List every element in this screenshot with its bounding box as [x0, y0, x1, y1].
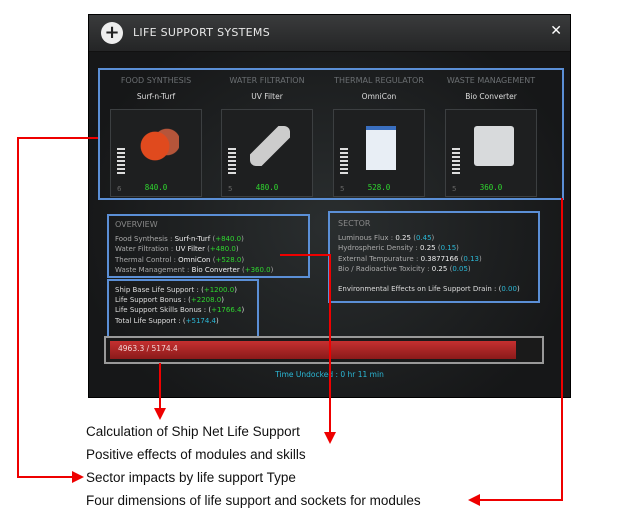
sector-row: Hydrospheric Density : 0.25 (0.15): [338, 244, 459, 253]
module-category: THERMAL REGULATOR: [334, 76, 424, 85]
level-bars: [340, 148, 348, 174]
level-bars: [452, 148, 460, 174]
level-bars: [117, 148, 125, 174]
sector-title: SECTOR: [338, 219, 371, 228]
total-row: Life Support Skills Bonus : (+1766.4): [115, 306, 245, 315]
total-row: Life Support Bonus : (+2208.0): [115, 296, 224, 305]
module-waste[interactable]: WASTE MANAGEMENT Bio Converter 5 360.0: [435, 76, 547, 197]
module-value: 480.0: [255, 183, 279, 192]
total-row: Ship Base Life Support : (+1200.0): [115, 286, 237, 294]
overview-panel: OVERVIEW Food Synthesis : Surf-n-Turf (+…: [107, 214, 310, 278]
module-value: 840.0: [144, 183, 168, 192]
arrow-overview-to-positive: [280, 254, 336, 444]
level-bars: [228, 148, 236, 174]
module-category: WASTE MANAGEMENT: [446, 76, 536, 85]
module-name: Surf-n-Turf: [136, 92, 176, 101]
bio-converter-icon: [474, 126, 514, 166]
progress-fill: [110, 341, 516, 359]
module-level: 6: [117, 185, 122, 193]
module-name: Bio Converter: [465, 92, 517, 101]
plus-icon: +: [101, 22, 123, 44]
module-category: FOOD SYNTHESIS: [120, 76, 192, 85]
module-value: 360.0: [479, 183, 503, 192]
arrow-panel-to-dimensions: [468, 198, 563, 506]
overview-title: OVERVIEW: [115, 220, 158, 229]
total-row: Total Life Support : (+5174.4): [115, 316, 219, 325]
thermal-unit-icon: [366, 126, 396, 170]
module-category: WATER FILTRATION: [229, 76, 305, 85]
module-socket[interactable]: 5 360.0: [445, 109, 537, 197]
module-level: 5: [452, 185, 457, 193]
module-name: OmniCon: [361, 92, 397, 101]
module-socket[interactable]: 5 528.0: [333, 109, 425, 197]
overview-row: Waste Management : Bio Converter (+360.0…: [115, 265, 274, 274]
sector-row: Luminous Flux : 0.25 (0.45): [338, 234, 435, 243]
close-button[interactable]: ✕: [550, 23, 562, 39]
sector-row: External Tempurature : 0.3877166 (0.13): [338, 254, 482, 263]
sector-panel: SECTOR Luminous Flux : 0.25 (0.45) Hydro…: [328, 211, 540, 303]
life-support-progress-bar: 4963.3 / 5174.4: [104, 336, 544, 364]
module-name: UV Filter: [251, 92, 283, 101]
modules-panel: FOOD SYNTHESIS Surf-n-Turf 6 840.0 WATER …: [98, 68, 564, 200]
module-socket[interactable]: 5 480.0: [221, 109, 313, 197]
lobster-steak-icon: [139, 126, 179, 166]
module-value: 528.0: [367, 183, 391, 192]
annotation-positive-effects: Positive effects of modules and skills: [86, 447, 306, 462]
module-level: 5: [340, 185, 345, 193]
arrow-modules-to-sector: [17, 137, 98, 483]
uv-filter-icon: [250, 126, 290, 166]
module-food[interactable]: FOOD SYNTHESIS Surf-n-Turf 6 840.0: [100, 76, 212, 197]
module-level: 5: [228, 185, 233, 193]
progress-text: 4963.3 / 5174.4: [118, 344, 178, 353]
overview-row: Food Synthesis : Surf-n-Turf (+840.0): [115, 235, 244, 244]
drain-row: Environmental Effects on Life Support Dr…: [338, 285, 520, 294]
annotation-sector-impacts: Sector impacts by life support Type: [86, 470, 296, 485]
overview-row: Water Filtration : UV Filter (+480.0): [115, 245, 239, 254]
window-title: LIFE SUPPORT SYSTEMS: [133, 26, 270, 39]
title-bar: + LIFE SUPPORT SYSTEMS ✕: [89, 15, 570, 52]
module-water[interactable]: WATER FILTRATION UV Filter 5 480.0: [211, 76, 323, 197]
overview-row: Thermal Control : OmniCon (+528.0): [115, 255, 245, 264]
annotation-four-dimensions: Four dimensions of life support and sock…: [86, 493, 421, 508]
module-thermal[interactable]: THERMAL REGULATOR OmniCon 5 528.0: [323, 76, 435, 197]
life-support-window: + LIFE SUPPORT SYSTEMS ✕ FOOD SYNTHESIS …: [88, 14, 571, 398]
annotation-calculation: Calculation of Ship Net Life Support: [86, 424, 300, 439]
sector-row: Bio / Radioactive Toxicity : 0.25 (0.05): [338, 264, 471, 273]
module-socket[interactable]: 6 840.0: [110, 109, 202, 197]
